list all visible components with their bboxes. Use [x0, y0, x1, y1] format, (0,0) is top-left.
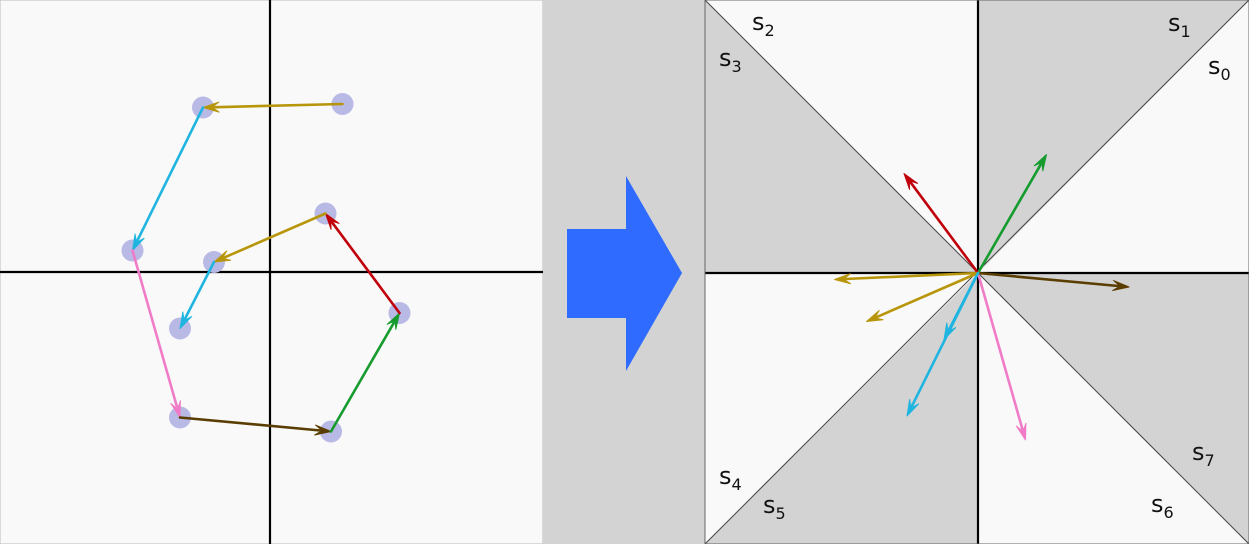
- path-arrow-4: [329, 312, 400, 433]
- path-arrow-2: [131, 249, 181, 418]
- vector-arrow-4: [976, 154, 1047, 275]
- divider-panel: [543, 0, 705, 544]
- path-arrow-layer: [131, 101, 401, 436]
- vector-layer: [834, 154, 1130, 441]
- path-arrow-3: [178, 416, 332, 436]
- vector-arrow-7: [943, 271, 980, 340]
- vector-arrow-6: [866, 271, 980, 322]
- left-panel: [0, 0, 544, 544]
- path-arrow-6: [213, 212, 327, 263]
- path-arrow-7: [179, 260, 216, 329]
- path-arrow-5: [325, 213, 401, 315]
- sector-label-s6: s6: [1151, 490, 1174, 522]
- sector-label-s1: s1: [1168, 9, 1191, 41]
- vector-arrow-2: [976, 271, 1027, 441]
- path-arrow-0: [202, 101, 344, 113]
- path-arrow-1: [132, 106, 205, 251]
- sector-label-s5: s5: [763, 491, 786, 523]
- sector-label-s4: s4: [719, 462, 742, 494]
- sector-label-s7: s7: [1192, 438, 1215, 470]
- sector-label-s0: s0: [1208, 52, 1231, 84]
- vector-arrow-3: [976, 271, 1130, 292]
- sector-labels: s0 s1 s2 s3 s4 s5 s6 s7: [719, 8, 1231, 523]
- sector-label-s2: s2: [752, 8, 775, 40]
- vector-arrow-5: [903, 173, 980, 275]
- right-panel-border: [704, 0, 1249, 544]
- vector-arrow-0: [834, 271, 980, 285]
- transform-arrow-icon: [567, 176, 682, 371]
- right-panel: [705, 0, 1249, 544]
- sector-label-s3: s3: [719, 44, 742, 76]
